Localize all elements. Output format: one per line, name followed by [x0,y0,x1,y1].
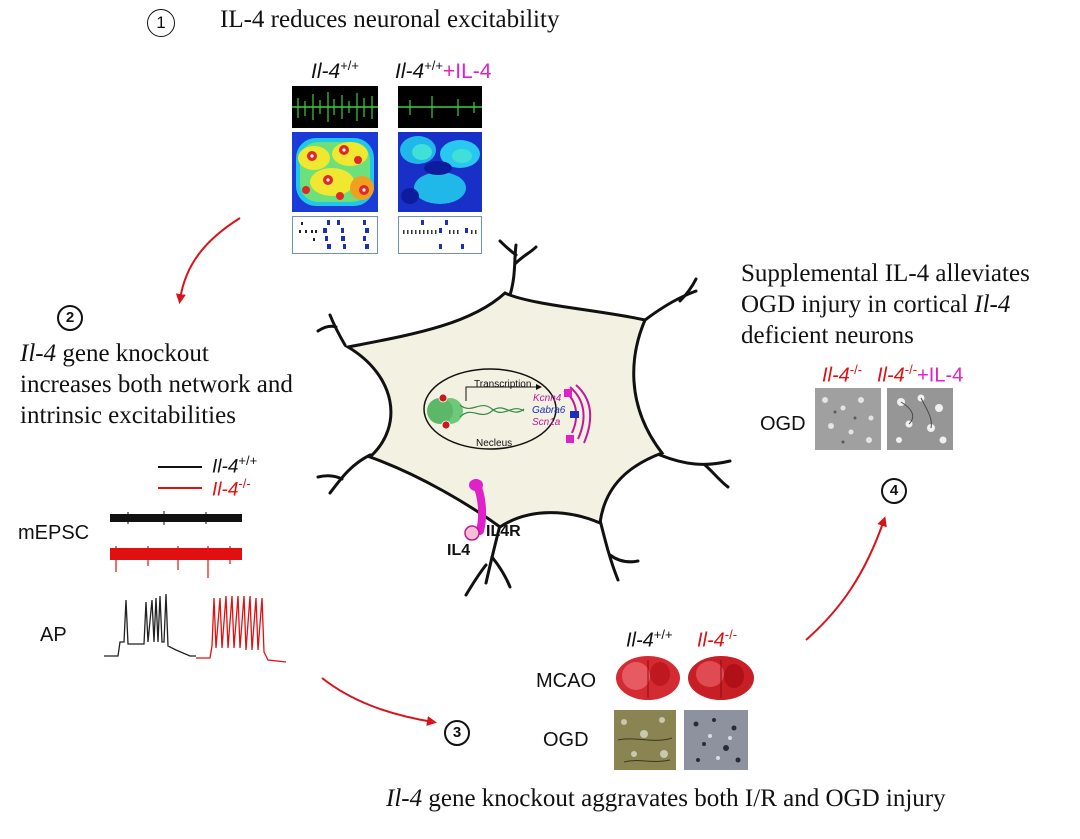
gene-kcnn4: Kcnn4 [533,393,562,404]
raster-plot [403,220,477,249]
step3-number: 3 [444,720,470,746]
step4-ogd-label: OGD [760,413,806,435]
step2-caption: Il-4 gene knockout increases both networ… [20,340,293,429]
raster-plot [299,220,369,249]
step2-legend-knockout: Il-4-/- [212,476,251,501]
step2-legend-lines [158,466,202,489]
micrograph [887,388,953,450]
micrograph [815,388,881,450]
gene-scn1a: Scn1a [532,417,561,428]
il4r-label: IL4R [486,523,521,540]
step1-col2-label: Il-4+/++IL-4 [395,58,492,83]
micrograph [614,710,676,770]
ap-traces [104,593,287,663]
step4-col2-label: Il-4-/-+IL-4 [877,362,964,387]
step3-col1-label: Il-4+/+ [626,627,673,652]
step1-number: 1 [147,9,175,37]
ap-label: AP [40,624,67,646]
step3-ogd-label: OGD [543,729,589,751]
mcao-brain-slices [616,656,754,700]
heatmap-image [292,132,378,212]
step4-ogd-knockout-image [815,388,881,450]
arrow-1-to-2 [175,217,241,304]
mepsc-label: mEPSC [18,522,90,544]
il4-label: IL4 [447,542,471,559]
step1-title: IL-4 reduces neuronal excitability [220,6,560,33]
nucleus-label: Necleus [476,438,513,449]
step4-number: 4 [881,478,907,504]
green-trace [292,92,378,122]
neuron-diagram [316,239,732,597]
green-trace [398,96,482,118]
micrograph [684,710,748,770]
step1-heatmap-control [292,132,378,212]
step4-ogd-il4-image [887,388,953,450]
mepsc-traces [110,511,242,578]
arrow-2-to-3 [321,677,437,726]
transcription-label: Transcription [474,379,532,390]
arrow-3-to-4 [805,516,887,641]
mcao-label: MCAO [536,670,596,692]
step4-caption: Supplemental IL-4 alleviates OGD injury … [741,260,1030,349]
step1-col1-label: Il-4+/+ [311,58,359,83]
step1-trace-control [292,86,378,128]
step4-col1-label: Il-4-/- [822,362,863,387]
step3-caption: Il-4 gene knockout aggravates both I/R a… [386,785,946,812]
step1-trace-il4 [398,86,482,128]
step2-legend-control: Il-4+/+ [212,453,258,478]
heatmap-image [398,132,482,212]
step3-col2-label: Il-4-/- [697,627,738,652]
step1-raster-control [292,216,378,254]
step2-number: 2 [57,305,83,331]
step1-heatmap-il4 [398,132,482,212]
step3-ogd-knockout-image [684,710,748,770]
step3-ogd-control-image [614,710,676,770]
step1-raster-il4 [398,216,482,254]
gene-gabra6: Gabra6 [532,405,566,416]
